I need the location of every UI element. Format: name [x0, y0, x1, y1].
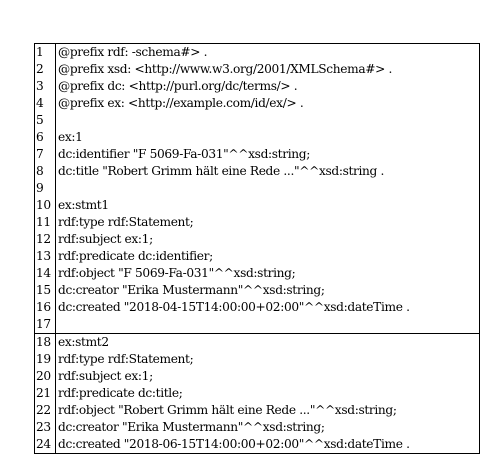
line-number: 5 [34, 112, 56, 129]
code-text: ex:stmt2 [55, 333, 480, 351]
code-text: rdf:type rdf:Statement; [58, 352, 194, 366]
line-number: 15 [34, 282, 56, 299]
code-line: 5 [34, 112, 480, 129]
line-number: 14 [34, 265, 56, 282]
line-number: 8 [34, 163, 56, 180]
line-number: 21 [34, 385, 56, 402]
code-text: dc:created "2018-04-15T14:00:00+02:00"^^… [58, 300, 410, 314]
code-text: dc:identifier "F 5069-Fa-031"^^xsd:strin… [58, 147, 310, 161]
line-number: 4 [34, 95, 56, 112]
code-text: rdf:object "Robert Grimm hält eine Rede … [58, 403, 397, 417]
code-line: 2@prefix xsd: <http://www.w3.org/2001/XM… [34, 61, 480, 78]
code-text: ex:stmt1 [58, 198, 109, 212]
code-text [56, 316, 480, 334]
code-text [56, 112, 480, 129]
code-text: @prefix rdf: -schema#> . [58, 45, 208, 59]
line-number: 20 [34, 368, 56, 385]
line-number: 16 [34, 299, 56, 316]
line-number: 1 [34, 43, 56, 61]
code-text [56, 180, 480, 197]
code-text: rdf:predicate dc:identifier; [58, 249, 213, 263]
line-number: 18 [34, 333, 56, 351]
line-number: 11 [34, 214, 56, 231]
line-number: 3 [34, 78, 56, 95]
code-line: 9 [34, 180, 480, 197]
line-number: 2 [34, 61, 56, 78]
code-line: 3@prefix dc: <http://purl.org/dc/terms/>… [34, 78, 480, 95]
code-text: @prefix ex: <http://example.com/id/ex/> … [58, 96, 304, 110]
code-text: @prefix dc: <http://purl.org/dc/terms/> … [58, 79, 298, 93]
code-text: rdf:subject ex:1; [58, 369, 153, 383]
line-number: 13 [34, 248, 56, 265]
line-number: 24 [34, 436, 56, 454]
code-text: rdf:subject ex:1; [58, 232, 153, 246]
code-text: rdf:object "F 5069-Fa-031"^^xsd:string; [58, 266, 296, 280]
code-text: dc:created "2018-06-15T14:00:00+02:00"^^… [58, 437, 410, 451]
code-text: dc:title "Robert Grimm hält eine Rede ..… [58, 164, 385, 178]
code-line: 1@prefix rdf: -schema#> . [34, 43, 480, 61]
line-number: 22 [34, 402, 56, 419]
line-number: 23 [34, 419, 56, 436]
code-text: rdf:predicate dc:title; [58, 386, 183, 400]
code-listing-body: 1@prefix rdf: -schema#> .2@prefix xsd: <… [34, 43, 480, 454]
line-number: 17 [34, 316, 56, 334]
line-number: 6 [34, 129, 56, 146]
line-number: 7 [34, 146, 56, 163]
code-text: @prefix xsd: <http://www.w3.org/2001/XML… [58, 62, 393, 76]
code-listing: 1@prefix rdf: -schema#> .2@prefix xsd: <… [34, 43, 480, 454]
line-number: 19 [34, 351, 56, 368]
line-number: 10 [34, 197, 56, 214]
line-number: 9 [34, 180, 56, 197]
code-line: 17 [34, 316, 480, 334]
code-text: ex:1 [58, 130, 83, 144]
code-text: rdf:type rdf:Statement; [58, 215, 194, 229]
line-number: 12 [34, 231, 56, 248]
code-line: 4@prefix ex: <http://example.com/id/ex/>… [34, 95, 480, 112]
code-text: dc:creator "Erika Mustermann"^^xsd:strin… [58, 283, 325, 297]
code-text: dc:creator "Erika Mustermann"^^xsd:strin… [58, 420, 325, 434]
